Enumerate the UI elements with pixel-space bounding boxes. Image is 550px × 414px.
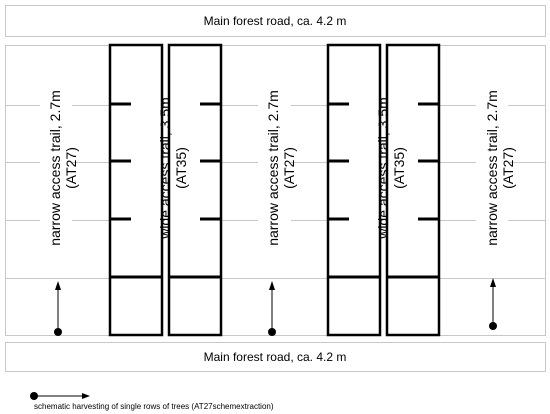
subdivision-lines: [5, 105, 545, 279]
wide-trail-partitions: [110, 102, 439, 279]
legend: schematic harvesting of single rows of t…: [30, 392, 274, 411]
arrow-origin-dot: [489, 322, 497, 330]
wide-trail-label-right: wide access trail, 3.5m (AT35): [375, 97, 407, 240]
narrow-trail-label-center: narrow access trail, 2.7m (AT27): [265, 90, 297, 246]
arrow-up-icon: [490, 278, 496, 287]
narrow-trail-label-line2: (AT27): [500, 147, 516, 189]
wide-block-left-a: [108, 43, 164, 337]
legend-dot: [30, 392, 38, 400]
narrow-trail-label-right: narrow access trail, 2.7m (AT27): [484, 90, 516, 246]
narrow-trail-label-line1: narrow access trail, 2.7m: [265, 90, 281, 246]
wide-block-left-b: [167, 43, 223, 337]
extraction-arrow-right: [489, 278, 497, 330]
wide-trail-label-line2: (AT35): [173, 147, 189, 189]
top-road-frame: [5, 5, 546, 37]
legend-arrow-right-icon: [82, 393, 90, 399]
narrow-trail-label-line2: (AT27): [281, 147, 297, 189]
narrow-trail-label-line1: narrow access trail, 2.7m: [47, 90, 63, 246]
wide-trail-blocks: [108, 43, 441, 337]
wide-block-right-b: [385, 43, 441, 337]
arrow-origin-dot: [54, 328, 62, 336]
legend-label: schematic harvesting of single rows of t…: [34, 402, 274, 411]
top-road-label: Main forest road, ca. 4.2 m: [204, 14, 347, 28]
arrow-up-icon: [269, 281, 275, 290]
narrow-trail-label-left: narrow access trail, 2.7m (AT27): [47, 90, 79, 246]
bottom-road-frame: [5, 342, 546, 372]
wide-trail-label-left: wide access trail, 3.5m (AT35): [157, 97, 189, 240]
wide-block-right-a: [326, 43, 382, 337]
narrow-trail-label-line2: (AT27): [63, 147, 79, 189]
extraction-arrow-left: [54, 281, 62, 336]
narrow-trail-label-line1: narrow access trail, 2.7m: [484, 90, 500, 246]
wide-trail-label-line1: wide access trail, 3.5m: [375, 97, 391, 240]
wide-trail-label-line1: wide access trail, 3.5m: [157, 97, 173, 240]
wide-trail-label-line2: (AT35): [391, 147, 407, 189]
extraction-arrow-center: [268, 281, 276, 336]
bottom-road-label: Main forest road, ca. 4.2 m: [204, 350, 347, 364]
arrow-up-icon: [55, 281, 61, 290]
arrow-origin-dot: [268, 328, 276, 336]
